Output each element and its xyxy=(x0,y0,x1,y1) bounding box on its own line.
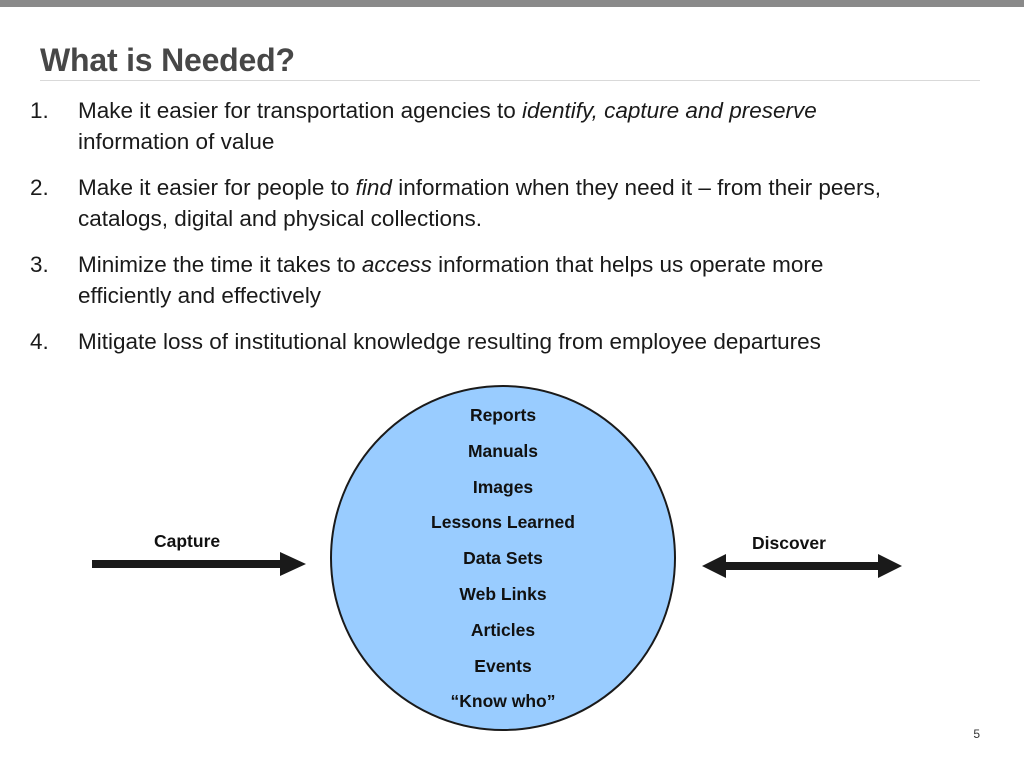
list-item: 1. Make it easier for transportation age… xyxy=(30,95,890,157)
item-emphasis: identify, capture and preserve xyxy=(521,98,817,123)
item-text: Minimize the time it takes to xyxy=(78,252,362,277)
item-text: Make it easier for people to xyxy=(78,175,356,200)
repository-item: Events xyxy=(474,655,532,676)
capture-label: Capture xyxy=(154,531,221,551)
item-text: information that helps us operate more e… xyxy=(78,252,824,308)
page-number: 5 xyxy=(973,727,980,741)
needs-list: 1. Make it easier for transportation age… xyxy=(30,95,890,372)
double-arrow-icon xyxy=(702,554,902,578)
list-item-number: 2. xyxy=(30,175,49,200)
list-item-number: 3. xyxy=(30,252,49,277)
repository-content-list: Reports Manuals Images Lessons Learned D… xyxy=(403,398,603,720)
item-text: information when they need it – from the… xyxy=(78,175,881,231)
repository-item: Data Sets xyxy=(463,548,543,569)
item-text: Mitigate loss of institutional knowledge… xyxy=(78,329,821,354)
right-arrow-icon xyxy=(92,552,306,576)
discover-label: Discover xyxy=(752,533,826,553)
item-text: Make it easier for transportation agenci… xyxy=(78,98,522,123)
item-text: information of value xyxy=(78,129,275,154)
list-item: 3. Minimize the time it takes to access … xyxy=(30,249,890,311)
list-item-number: 1. xyxy=(30,98,49,123)
repository-item: Reports xyxy=(469,405,537,425)
title-divider xyxy=(40,80,980,81)
repository-item: Web Links xyxy=(459,583,547,604)
slide-title: What is Needed? xyxy=(40,42,295,78)
top-accent-bar xyxy=(0,0,1024,7)
repository-item: “Know who” xyxy=(450,691,556,712)
list-item: 4. Mitigate loss of institutional knowle… xyxy=(30,326,890,357)
repository-item: Lessons Learned xyxy=(431,512,575,533)
repository-item: Manuals xyxy=(467,440,539,461)
repository-item: Images xyxy=(472,476,534,497)
repository-item: Articles xyxy=(470,619,536,640)
list-item-number: 4. xyxy=(30,329,49,354)
list-item: 2. Make it easier for people to find inf… xyxy=(30,172,890,234)
item-emphasis: access xyxy=(361,252,432,277)
item-emphasis: find xyxy=(355,175,392,200)
